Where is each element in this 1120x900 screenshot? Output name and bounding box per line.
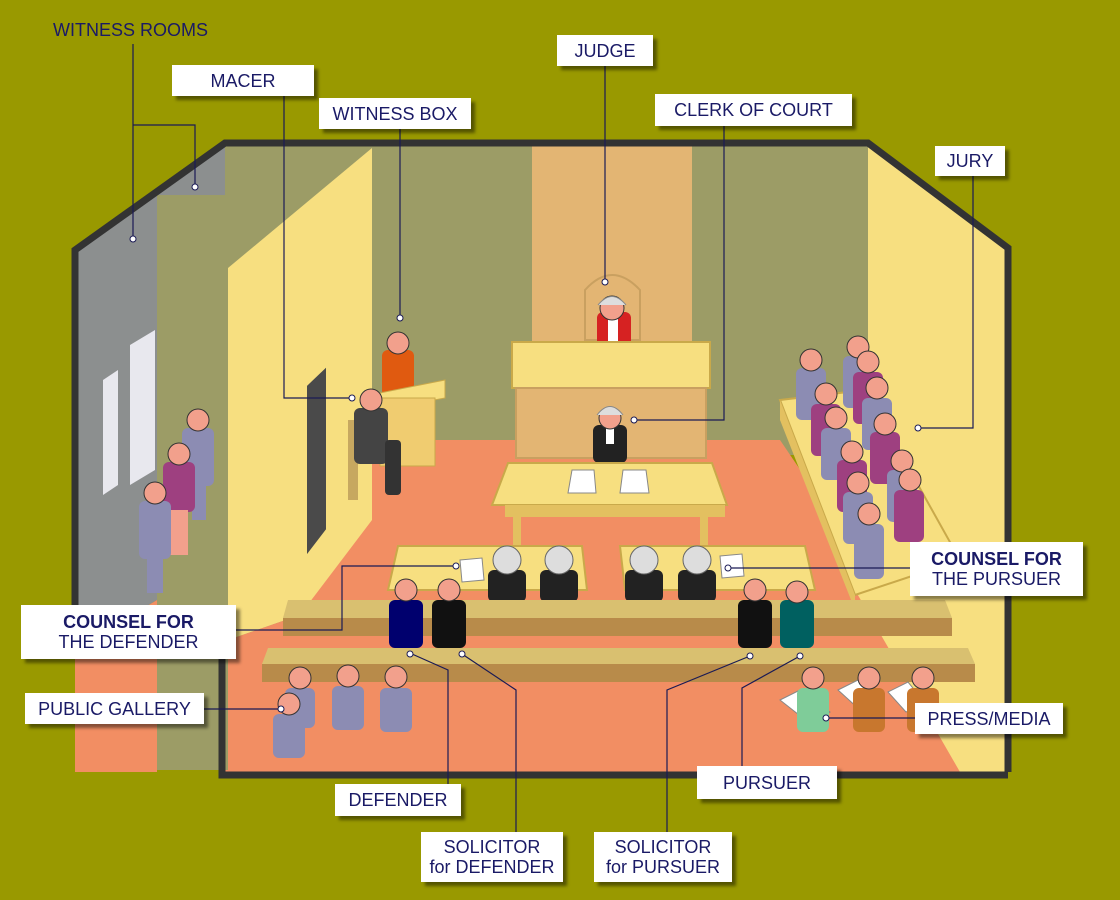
label-counsel-defender: COUNSEL FOR THE DEFENDER xyxy=(21,605,236,659)
label-counsel-defender-line2: THE DEFENDER xyxy=(58,632,199,652)
jurors xyxy=(796,335,924,579)
label-defender: DEFENDER xyxy=(335,784,461,816)
left-partition xyxy=(228,148,372,640)
label-pursuer: PURSUER xyxy=(697,766,837,799)
waiting-witnesses xyxy=(139,408,214,593)
label-counsel-pursuer: COUNSEL FOR THE PURSUER xyxy=(910,542,1083,596)
leader-lines xyxy=(132,44,974,832)
label-solicitor-pursuer-line2: for PURSUER xyxy=(605,857,721,877)
label-solicitor-pursuer: SOLICITOR for PURSUER xyxy=(594,832,732,882)
label-judge: JUDGE xyxy=(557,35,653,66)
label-press-media: PRESS/MEDIA xyxy=(915,703,1063,734)
label-solicitor-defender-line1: SOLICITOR xyxy=(443,837,541,857)
label-counsel-defender-line1: COUNSEL FOR xyxy=(63,612,194,632)
leader-dots xyxy=(129,183,922,722)
label-counsel-pursuer-line2: THE PURSUER xyxy=(931,569,1061,589)
label-clerk-of-court: CLERK OF COURT xyxy=(655,94,852,126)
label-counsel-pursuer-line1: COUNSEL FOR xyxy=(931,549,1062,569)
label-public-gallery: PUBLIC GALLERY xyxy=(25,693,204,724)
label-solicitor-defender: SOLICITOR for DEFENDER xyxy=(421,832,563,882)
judge-bench xyxy=(511,274,711,459)
parties xyxy=(389,578,814,648)
label-solicitor-pursuer-line1: SOLICITOR xyxy=(614,837,712,857)
witness-box xyxy=(369,331,446,467)
label-jury: JURY xyxy=(935,146,1005,176)
label-witness-box: WITNESS BOX xyxy=(319,98,471,129)
label-solicitor-defender-line2: for DEFENDER xyxy=(429,857,555,877)
label-witness-rooms: WITNESS ROOMS xyxy=(53,20,209,40)
clerk-figure xyxy=(490,406,729,547)
counsel-tables xyxy=(386,545,817,602)
public-gallery-people xyxy=(273,664,412,758)
label-macer: MACER xyxy=(172,65,314,96)
macer-figure xyxy=(348,388,401,500)
